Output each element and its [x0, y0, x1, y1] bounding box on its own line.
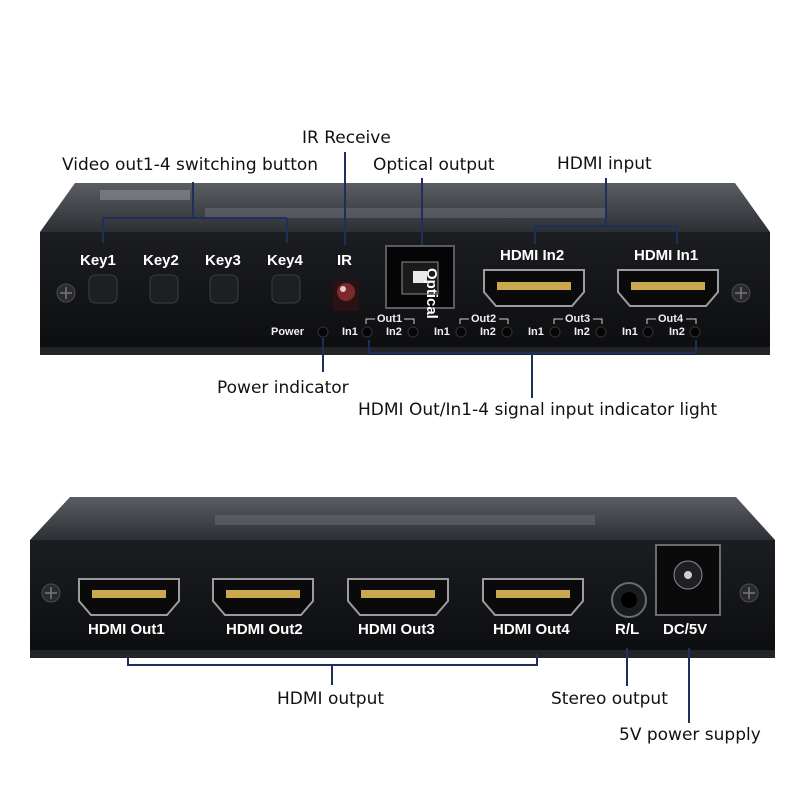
hdmi-out2-label: HDMI Out2: [226, 621, 303, 638]
hdmi-out3-label: HDMI Out3: [358, 621, 435, 638]
line-hdmi-input-legs: [534, 226, 678, 244]
led-out3-in1: [549, 326, 561, 338]
back-panel-bottom: [30, 650, 775, 658]
callout-ir-receive: IR Receive: [302, 128, 391, 148]
hdmi-out1-label: HDMI Out1: [88, 621, 165, 638]
brand-logo: [100, 190, 190, 200]
front-device-top: [40, 183, 770, 232]
dc-jack-icon: [655, 544, 721, 616]
out2-label: Out2: [471, 313, 497, 325]
hdmi-in1-label: HDMI In1: [634, 247, 699, 264]
power-led: [317, 326, 329, 338]
callout-stereo-output: Stereo output: [551, 689, 668, 709]
hdmi-out4-label: HDMI Out4: [493, 621, 570, 638]
callout-hdmi-output: HDMI output: [277, 689, 385, 709]
screw-back-right: [739, 583, 759, 603]
callout-hdmi-input: HDMI input: [557, 154, 652, 174]
top-engraving: [205, 208, 605, 218]
screw-left: [56, 283, 76, 303]
callout-power-supply: 5V power supply: [619, 725, 761, 745]
key3-button[interactable]: [209, 274, 239, 304]
out-group-brackets: [365, 318, 697, 324]
line-switching-legs: [102, 218, 288, 243]
out1-in2-label: In2: [386, 326, 402, 338]
key1-button[interactable]: [88, 274, 118, 304]
key3-label: Key3: [205, 252, 241, 269]
led-out3-in2: [595, 326, 607, 338]
callout-switching-button: Video out1-4 switching button: [62, 155, 319, 175]
out1-label: Out1: [377, 313, 403, 325]
optical-port-icon: [385, 245, 455, 309]
ir-label: IR: [337, 252, 352, 269]
led-out2-in1: [455, 326, 467, 338]
out1-in1-label: In1: [342, 326, 358, 338]
hdmi-in2-port-icon: [483, 269, 585, 307]
hdmi-out4-port-icon: [482, 578, 584, 616]
out4-in1-label: In1: [622, 326, 638, 338]
key1-label: Key1: [80, 252, 116, 269]
out4-label: Out4: [658, 313, 684, 325]
led-out2-in2: [501, 326, 513, 338]
ir-receiver-icon: [333, 281, 359, 311]
front-device: [40, 183, 770, 355]
out3-label: Out3: [565, 313, 591, 325]
optical-label: Optical: [423, 268, 440, 319]
front-panel-bottom: [40, 347, 770, 355]
rl-label: R/L: [615, 621, 640, 638]
hdmi-out1-port-icon: [78, 578, 180, 616]
out2-in2-label: In2: [480, 326, 496, 338]
callout-lines: [102, 152, 697, 723]
stereo-jack-icon: [611, 582, 647, 618]
out3-in1-label: In1: [528, 326, 544, 338]
hdmi-out2-port-icon: [212, 578, 314, 616]
callout-optical-output: Optical output: [373, 155, 495, 175]
led-out1-in2: [407, 326, 419, 338]
out2-in1-label: In1: [434, 326, 450, 338]
dc-label: DC/5V: [663, 621, 708, 638]
callout-signal-indicator: HDMI Out/In1-4 signal input indicator li…: [358, 400, 718, 420]
out4-in2-label: In2: [669, 326, 685, 338]
hdmi-in1-port-icon: [617, 269, 719, 307]
power-label: Power: [271, 326, 305, 338]
key4-label: Key4: [267, 252, 303, 269]
callout-power-indicator: Power indicator: [217, 378, 349, 398]
key2-button[interactable]: [149, 274, 179, 304]
led-out4-in1: [642, 326, 654, 338]
out3-in2-label: In2: [574, 326, 590, 338]
back-device: [30, 497, 775, 658]
top-engraving-back: [215, 515, 595, 525]
screw-back-left: [41, 583, 61, 603]
hdmi-in2-label: HDMI In2: [500, 247, 565, 264]
screw-right: [731, 283, 751, 303]
led-out4-in2: [689, 326, 701, 338]
key2-label: Key2: [143, 252, 179, 269]
led-out1-in1: [361, 326, 373, 338]
key4-button[interactable]: [271, 274, 301, 304]
hdmi-out3-port-icon: [347, 578, 449, 616]
